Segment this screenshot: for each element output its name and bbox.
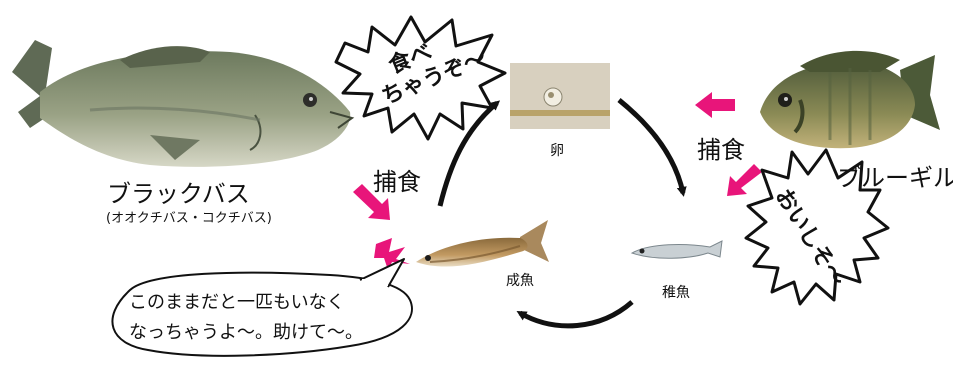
predation-arrow-bass [353, 184, 390, 220]
bluegill-image [760, 50, 940, 149]
arrow-adult-to-egg [437, 100, 501, 207]
predation-arrow-bluegill-bottom [727, 164, 762, 196]
black-bass-image [12, 40, 355, 167]
adult-fish-image [416, 220, 549, 267]
juvenile-fish-image [630, 240, 723, 259]
predation-arrow-bluegill-top [695, 92, 735, 118]
predation-label-bluegill: 捕食 [697, 136, 745, 164]
arrow-juvenile-to-adult [516, 300, 634, 329]
speech-line-1: このままだと一匹もいなく [129, 292, 345, 313]
speech-line-2: なっちゃうよ〜。助けて〜。 [129, 322, 363, 343]
bass-shout-burst [334, 15, 507, 141]
bluegill-name: ブルーギル [837, 164, 953, 192]
stage-egg-label: 卵 [550, 143, 564, 159]
stage-adult-label: 成魚 [506, 273, 534, 289]
stage-juvenile-label: 稚魚 [662, 285, 690, 301]
egg-image [510, 63, 610, 129]
speech-bubble [111, 271, 413, 357]
predation-label-bass: 捕食 [373, 168, 421, 196]
bluegill-shout-burst [744, 148, 890, 306]
bass-name: ブラックバス [107, 180, 250, 208]
arrow-egg-to-juvenile [617, 98, 687, 197]
bass-aka: (オオクチバス・コクチバス) [106, 211, 272, 226]
